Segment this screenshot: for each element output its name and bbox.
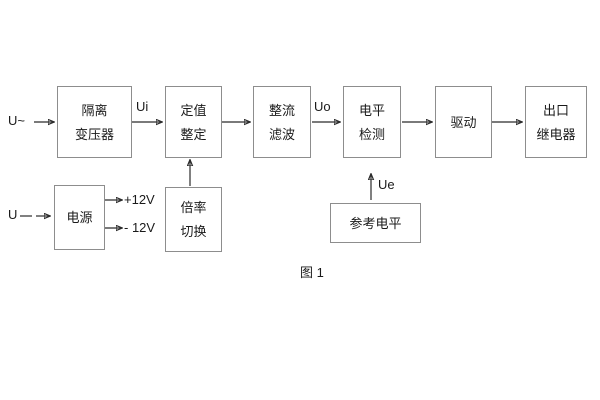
block-isolation-transformer: 隔离 变压器 [57,86,132,158]
block-line-1: 参考电平 [349,215,402,231]
block-line-1: 隔离 [81,102,108,118]
block-line-1: 定值 [180,102,207,118]
label-uo: Uo [314,99,331,114]
block-setting-value: 定值 整定 [165,86,222,158]
block-line-1: 出口 [542,102,569,118]
figure-caption: 图 1 [300,265,324,280]
block-line-2: 切换 [180,224,207,239]
label-minus-12v: - 12V [124,220,156,235]
label-plus-12v: +12V [124,192,155,207]
block-reference-level: 参考电平 [330,203,421,243]
label-ui: Ui [136,99,149,114]
block-line-1: 电平 [358,102,385,118]
block-line-1: 电源 [66,210,93,225]
block-line-1: 倍率 [180,200,207,215]
block-line-2: 整定 [180,126,207,142]
block-line-1: 驱动 [450,114,477,130]
block-line-1: 整流 [268,102,295,118]
label-input-dc: U [8,207,18,222]
block-rectify-filter: 整流 滤波 [253,86,311,158]
block-ratio-switch: 倍率 切换 [165,187,222,252]
block-output-relay: 出口 继电器 [525,86,587,158]
label-ue: Ue [378,177,395,192]
block-line-2: 滤波 [268,126,295,142]
block-level-detection: 电平 检测 [343,86,401,158]
block-line-2: 检测 [358,126,385,142]
label-input-ac: U~ [8,113,25,128]
block-power-supply: 电源 [54,185,105,250]
block-line-2: 变压器 [74,126,114,142]
block-drive: 驱动 [435,86,492,158]
block-line-2: 继电器 [536,126,576,142]
